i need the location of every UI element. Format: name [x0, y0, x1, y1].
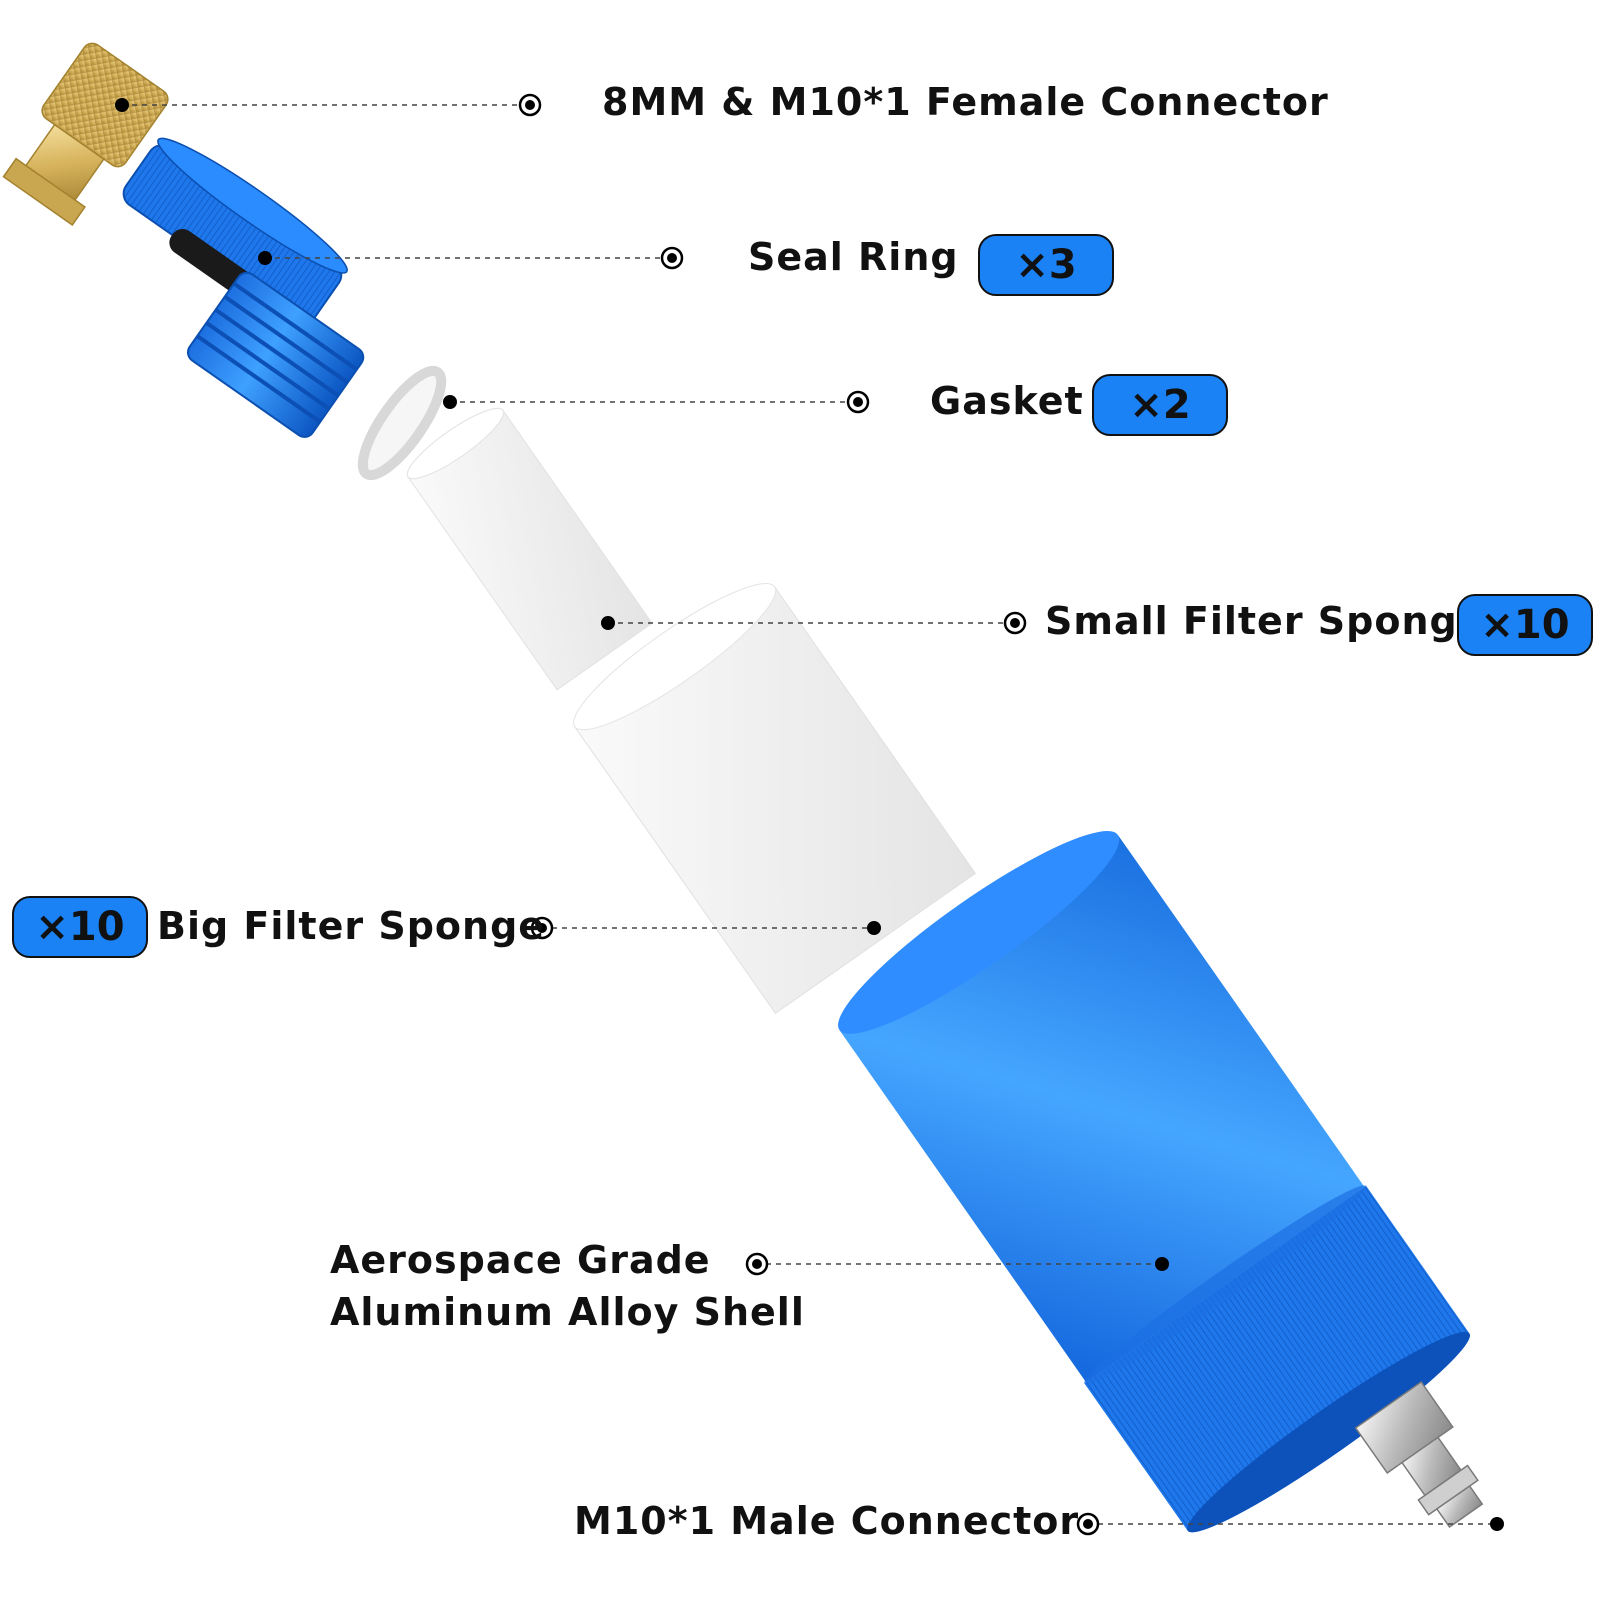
- dot-seal-ring-end-core: [667, 253, 677, 263]
- dot-male-connector-start-core: [1083, 1519, 1093, 1529]
- dot-shell-end: [1155, 1257, 1169, 1271]
- dot-big-sponge-end: [867, 921, 881, 935]
- shell-label-line2: Aluminum Alloy Shell: [330, 1290, 805, 1334]
- seal-ring-qty-badge: ×3: [978, 234, 1114, 296]
- gasket-qty-badge: ×2: [1092, 374, 1228, 436]
- dot-big-sponge-start-core: [537, 923, 547, 933]
- gasket-label: Gasket: [930, 379, 1084, 423]
- dot-small-sponge-start: [601, 616, 615, 630]
- thread-part: [187, 271, 365, 438]
- big-sponge-qty-badge: ×10: [12, 896, 148, 958]
- small-sponge-qty-badge: ×10: [1457, 594, 1593, 656]
- dot-female-connector-end-core: [525, 100, 535, 110]
- small-sponge-label: Small Filter Sponge: [1045, 599, 1485, 643]
- shell-part: [838, 831, 1471, 1533]
- male-connector-part: [1354, 1380, 1484, 1529]
- small-sponge-part: [406, 407, 653, 691]
- dot-seal-ring-start: [258, 251, 272, 265]
- shell-label-line1: Aerospace Grade: [330, 1238, 711, 1282]
- male-connector-label: M10*1 Male Connector: [574, 1499, 1080, 1543]
- female-connector-part: [2, 42, 169, 226]
- seal-ring-label: Seal Ring: [748, 235, 959, 279]
- gasket-part: [357, 365, 447, 481]
- dot-shell-start-core: [752, 1259, 762, 1269]
- female-connector-label: 8MM & M10*1 Female Connector: [602, 80, 1329, 124]
- dot-small-sponge-end-core: [1010, 618, 1020, 628]
- dot-female-connector-start: [115, 98, 129, 112]
- big-sponge-part: [573, 583, 977, 1015]
- dot-gasket-end-core: [853, 397, 863, 407]
- leader-lines: [122, 104, 1497, 1525]
- dot-gasket-start: [443, 395, 457, 409]
- leader-dots: [115, 93, 1504, 1536]
- dot-male-connector-end: [1490, 1517, 1504, 1531]
- big-sponge-label: Big Filter Sponge: [157, 904, 546, 948]
